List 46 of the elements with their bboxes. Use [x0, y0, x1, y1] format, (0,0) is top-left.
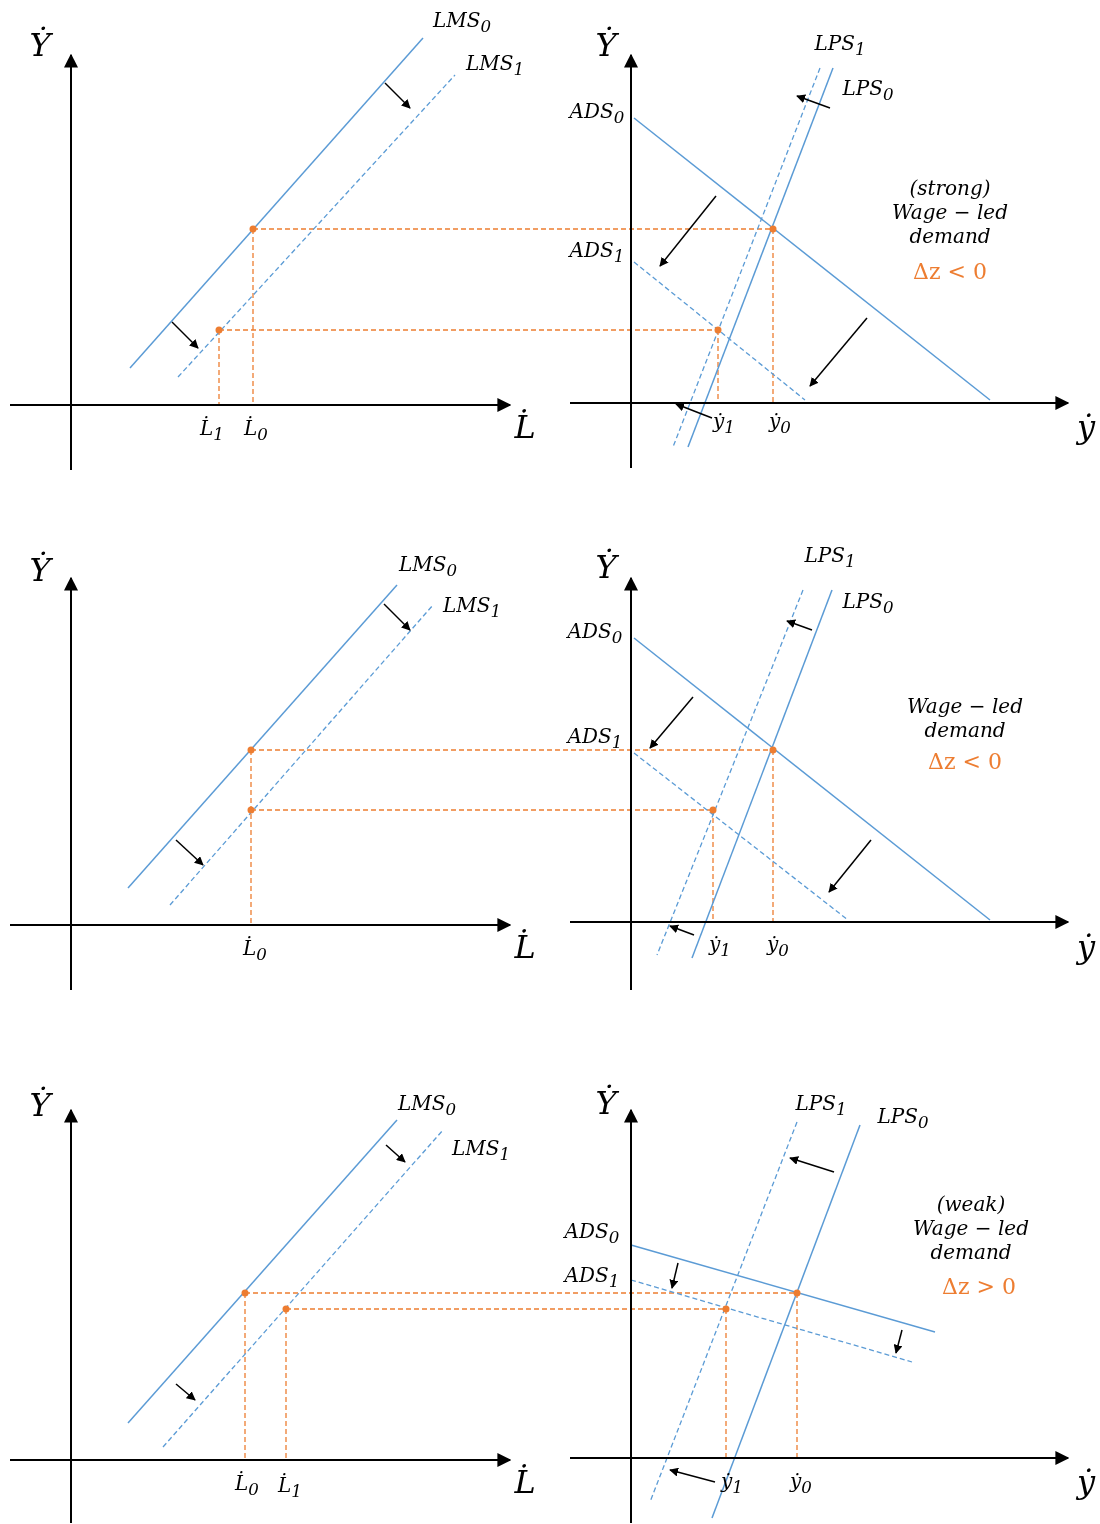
tick-label: ẏ$_{1}$	[713, 408, 735, 438]
curve-label: LPS$_{1}$	[814, 30, 866, 60]
axis-label: ẏ	[1076, 1462, 1096, 1502]
curve-label: LPS$_{0}$	[842, 75, 894, 105]
axis-label: Ẏ	[595, 1083, 617, 1123]
curve-label: LMS$_{0}$	[432, 7, 492, 37]
annotation: (weak) Wage − led demand	[912, 1192, 1030, 1264]
curve-label: ADS$_{0}$	[567, 618, 623, 648]
tick-label: L̇$_{1}$	[200, 415, 224, 445]
tick-label: L̇$_{0}$	[235, 1470, 259, 1500]
tick-label: L̇$_{0}$	[243, 935, 267, 965]
tick-label: ẏ$_{1}$	[709, 931, 731, 961]
curve-label: LMS$_{0}$	[398, 551, 458, 581]
axis-label: L̇	[514, 407, 536, 447]
shift-condition: Δz < 0	[928, 748, 1002, 776]
tick-label: ẏ$_{0}$	[769, 408, 791, 438]
annotation: Wage − led demand	[906, 694, 1024, 742]
curve-label: LPS$_{1}$	[795, 1090, 847, 1120]
curve-label: LMS$_{1}$	[451, 1135, 511, 1165]
axis-label: ẏ	[1076, 407, 1096, 447]
curve-label: ADS$_{0}$	[564, 1218, 620, 1248]
curve-label: LPS$_{0}$	[877, 1103, 929, 1133]
curve-label: LMS$_{0}$	[397, 1090, 457, 1120]
axis-label: Ẏ	[29, 1085, 51, 1125]
curve-label: ADS$_{1}$	[567, 723, 623, 753]
curve-label: ADS$_{1}$	[569, 237, 625, 267]
shift-condition: Δz < 0	[913, 258, 987, 286]
axis-label: ẏ	[1076, 927, 1096, 967]
curve-label: ADS$_{0}$	[569, 98, 625, 128]
tick-label: ẏ$_{0}$	[790, 1468, 812, 1498]
axis-label: Ẏ	[29, 550, 51, 590]
axis-label: Ẏ	[595, 547, 617, 587]
tick-label: ẏ$_{0}$	[767, 931, 789, 961]
axis-label: L̇	[514, 1462, 536, 1502]
axis-label: Ẏ	[595, 25, 617, 65]
tick-label: L̇$_{1}$	[278, 1472, 302, 1502]
curve-label: LPS$_{0}$	[842, 588, 894, 618]
curve-label: LMS$_{1}$	[442, 592, 502, 622]
axis-label: L̇	[514, 927, 536, 967]
axis-label: Ẏ	[29, 25, 51, 65]
shift-condition: Δz > 0	[942, 1273, 1016, 1301]
curve-label: LMS$_{1}$	[465, 50, 525, 80]
annotation: (strong) Wage − led demand	[891, 176, 1009, 248]
tick-label: L̇$_{0}$	[244, 415, 268, 445]
curve-label: ADS$_{1}$	[564, 1262, 620, 1292]
curve-label: LPS$_{1}$	[804, 542, 856, 572]
